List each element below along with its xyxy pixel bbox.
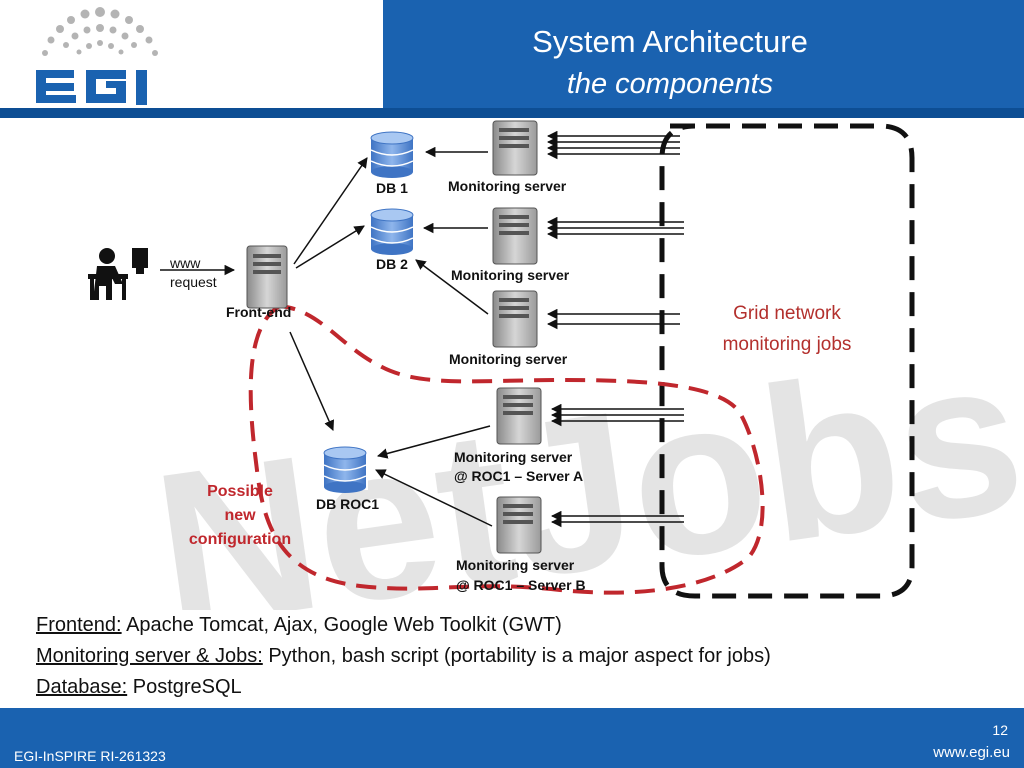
job-arrows-server-b xyxy=(550,510,684,528)
job-arrows-server-3 xyxy=(546,308,680,330)
possible-line-2: new xyxy=(224,507,256,524)
mon-b-to-dbroc1-arrow xyxy=(375,469,493,527)
mon3-to-db2-arrow xyxy=(415,259,489,315)
monitoring-server-b-icon xyxy=(496,496,542,554)
monitoring-server-b-label: Monitoring server xyxy=(456,557,575,573)
monitoring-server-a-sublabel: @ ROC1 – Server A xyxy=(454,468,584,484)
grid-network-label: Grid network monitoring jobs xyxy=(697,298,877,360)
header-underline xyxy=(0,108,1024,118)
note-frontend-text: Apache Tomcat, Ajax, Google Web Toolkit … xyxy=(121,614,562,636)
job-arrows-server-2 xyxy=(546,216,684,240)
note-database-text: PostgreSQL xyxy=(127,676,242,698)
frontend-server-icon xyxy=(246,245,288,309)
technology-notes: Frontend: Apache Tomcat, Ajax, Google We… xyxy=(36,610,771,703)
slide-subtitle: the components xyxy=(566,68,774,100)
footer-project-id: EGI-InSPIRE RI-261323 xyxy=(14,748,166,764)
note-frontend-key: Frontend: xyxy=(36,614,122,636)
note-frontend: Frontend: Apache Tomcat, Ajax, Google We… xyxy=(36,610,771,641)
note-monitoring-text: Python, bash script (portability is a ma… xyxy=(262,645,771,667)
architecture-diagram: NetJobs xyxy=(0,118,1024,610)
footer-website: www.egi.eu xyxy=(933,744,1010,761)
possible-line-1: Possible xyxy=(207,483,273,500)
monitoring-server-3-icon xyxy=(492,290,538,348)
frontend-label: Front-end xyxy=(226,304,292,320)
frontend-to-db1-arrow xyxy=(293,157,368,265)
dbroc1-icon xyxy=(322,440,368,493)
monitoring-server-a-label: Monitoring server xyxy=(454,449,573,465)
note-monitoring: Monitoring server & Jobs: Python, bash s… xyxy=(36,641,771,672)
possible-configuration-label: Possible new configuration xyxy=(172,480,308,552)
note-database: Database: PostgreSQL xyxy=(36,672,771,703)
note-monitoring-key: Monitoring server & Jobs: xyxy=(36,645,263,667)
monitoring-server-2-label: Monitoring server xyxy=(451,267,570,283)
footer-bar: 12 EGI-InSPIRE RI-261323 www.egi.eu xyxy=(0,708,1024,768)
egi-logo xyxy=(36,7,158,105)
person-at-computer-icon xyxy=(88,248,148,300)
possible-line-3: configuration xyxy=(188,531,292,548)
note-database-key: Database: xyxy=(36,676,128,698)
mon-a-to-dbroc1-arrow xyxy=(376,425,491,459)
diagram-canvas: NetJobs xyxy=(88,120,1024,610)
db2-label: DB 2 xyxy=(376,256,408,272)
job-arrows-server-a xyxy=(550,403,684,427)
monitoring-server-1-icon xyxy=(492,120,538,176)
slide-title: System Architecture xyxy=(532,24,808,59)
job-arrows-server-1 xyxy=(546,130,680,160)
monitoring-server-1-label: Monitoring server xyxy=(448,178,567,194)
dbroc1-label: DB ROC1 xyxy=(316,496,380,512)
monitoring-server-a-icon xyxy=(496,387,542,445)
db2-icon xyxy=(370,208,414,255)
page-number: 12 xyxy=(992,722,1008,738)
frontend-to-dbroc1-arrow xyxy=(289,331,335,431)
db1-label: DB 1 xyxy=(376,180,408,196)
monitoring-server-2-icon xyxy=(492,207,538,265)
grid-network-line-1: Grid network xyxy=(733,303,841,324)
grid-network-line-2: monitoring jobs xyxy=(722,334,852,355)
monitoring-server-b-sublabel: @ ROC1 – Server B xyxy=(456,577,586,593)
frontend-to-db2-arrow xyxy=(295,225,365,269)
db1-icon xyxy=(370,131,414,178)
watermark-text: NetJobs xyxy=(142,310,1024,610)
www-label: www xyxy=(170,255,201,271)
logo-area xyxy=(0,0,383,108)
possible-configuration-boundary xyxy=(248,303,765,595)
monitoring-server-3-label: Monitoring server xyxy=(449,351,568,367)
request-label: request xyxy=(170,274,217,290)
